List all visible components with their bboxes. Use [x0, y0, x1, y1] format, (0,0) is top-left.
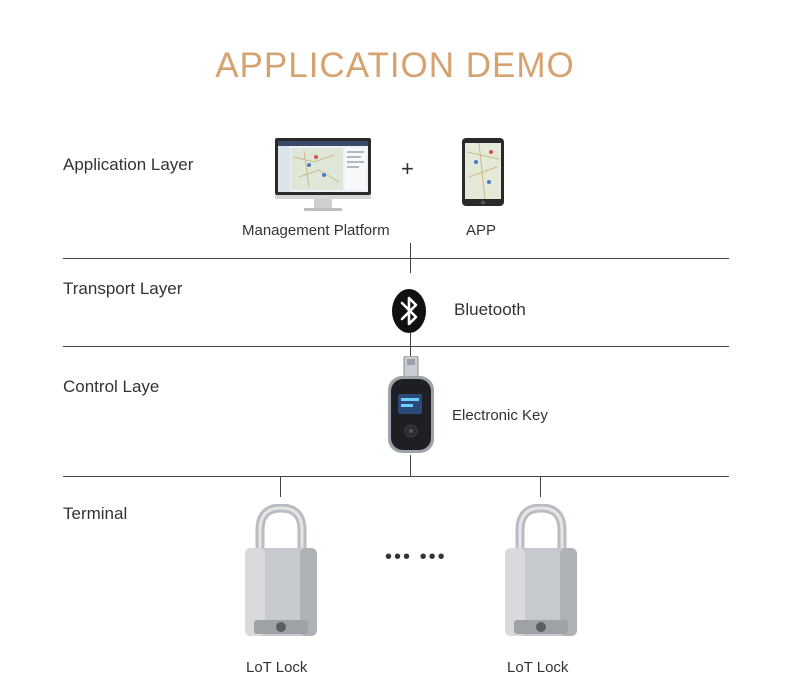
lot-lock-left-label: LoT Lock: [246, 659, 308, 676]
divider-control-terminal: [63, 476, 729, 477]
page-title: APPLICATION DEMO: [215, 46, 575, 85]
electronic-key-label: Electronic Key: [452, 407, 548, 424]
electronic-key-icon: [388, 356, 434, 453]
bluetooth-icon: [392, 289, 426, 333]
connector-key-terminal: [410, 455, 411, 477]
plus-symbol: +: [401, 156, 414, 181]
layer-label-transport: Transport Layer: [63, 279, 183, 298]
management-platform-label: Management Platform: [242, 222, 390, 239]
layer-label-application: Application Layer: [63, 155, 194, 174]
divider-application-transport: [63, 258, 729, 259]
connector-terminal-lock-left: [280, 477, 281, 497]
divider-transport-control: [63, 346, 729, 347]
padlock-left-icon: [245, 504, 317, 636]
padlock-right-icon: [505, 504, 577, 636]
monitor-icon: [275, 138, 371, 211]
bluetooth-label: Bluetooth: [454, 300, 526, 319]
more-locks-ellipsis: ••• •••: [385, 546, 447, 568]
connector-bluetooth-key: [410, 333, 411, 356]
app-label: APP: [466, 222, 497, 239]
layer-label-control: Control Laye: [63, 377, 160, 396]
lot-lock-right-label: LoT Lock: [507, 659, 569, 676]
tablet-icon: [462, 138, 504, 206]
connector-terminal-lock-right: [540, 477, 541, 497]
connector-app-transport: [410, 243, 411, 273]
layer-label-terminal: Terminal: [63, 504, 128, 523]
